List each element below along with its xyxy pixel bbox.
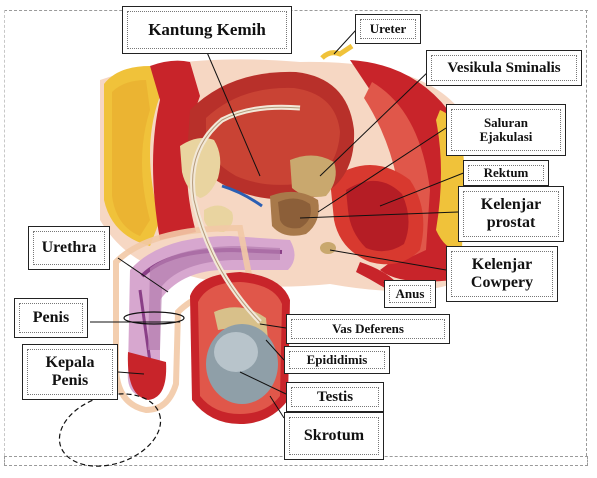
label-epididimis-text: Epididimis [289,351,385,369]
glans-penis [127,352,167,400]
frame-left-border [4,10,5,456]
leader-testis [239,371,287,395]
label-prostat-line2: prostat [486,214,536,231]
corpus-spongiosum [148,246,280,350]
leader-ureter [333,29,357,55]
label-kantung-kemih: Kantung Kemih [122,6,292,54]
label-testis: Testis [286,382,384,412]
label-penis-text: Penis [19,303,83,333]
abdominal-muscle [150,60,200,240]
leader-cowpery [329,249,447,271]
label-vas-deferens-text: Vas Deferens [291,319,445,339]
label-epididimis: Epididimis [284,346,390,374]
label-vas-deferens: Vas Deferens [286,314,450,344]
label-skrotum-text: Skrotum [289,417,379,455]
ureter [320,43,354,60]
label-urethra-text: Urethra [33,231,105,265]
leader-saluran [317,127,447,213]
label-urethra: Urethra [28,226,110,270]
leader-vesikula [319,69,431,177]
leader-rektum [379,171,467,207]
label-kelenjar-prostat: Kelenjar prostat [458,186,564,242]
leader-prostat [299,211,459,219]
label-cowpery-line1: Kelenjar [471,256,533,274]
label-kepala-line2: Penis [51,372,89,389]
label-ureter-text: Ureter [360,19,416,39]
label-cowpery-line2: Cowpery [470,274,534,291]
label-kantung-kemih-text: Kantung Kemih [127,11,287,49]
label-kepala-line1: Kepala [45,354,95,372]
frame-right-border [586,10,587,456]
leader-kantung-kemih [205,49,261,177]
label-vesikula-text: Vesikula Sminalis [431,55,577,81]
label-skrotum: Skrotum [284,412,384,460]
label-testis-text: Testis [291,387,379,407]
seminal-vesicle [290,155,336,197]
leader-vas-deferens [259,323,287,329]
cowper-gland [320,242,336,254]
label-saluran-line2: Ejakulasi [479,129,533,144]
label-kelenjar-cowpery: Kelenjar Cowpery [446,246,558,302]
penis-marker-oval [123,311,185,325]
penis-skin [113,224,254,414]
label-saluran-line1: Saluran [483,114,529,130]
label-penis: Penis [14,298,88,338]
frame-top-border [4,10,588,11]
blood-vessel [221,184,263,208]
label-anus: Anus [384,280,436,308]
label-ureter: Ureter [355,14,421,44]
label-prostat-line1: Kelenjar [480,196,542,214]
leader-skrotum [269,395,285,419]
label-kepala-penis: Kepala Penis [22,344,118,400]
leader-epididimis [265,339,285,361]
label-anus-text: Anus [389,285,431,303]
label-saluran-ejakulasi: Saluran Ejakulasi [446,104,566,156]
label-rektum-text: Rektum [468,165,544,181]
label-rektum: Rektum [463,160,549,186]
leader-kepala-penis [117,371,145,375]
label-vesikula: Vesikula Sminalis [426,50,582,86]
leader-urethra [117,257,169,293]
